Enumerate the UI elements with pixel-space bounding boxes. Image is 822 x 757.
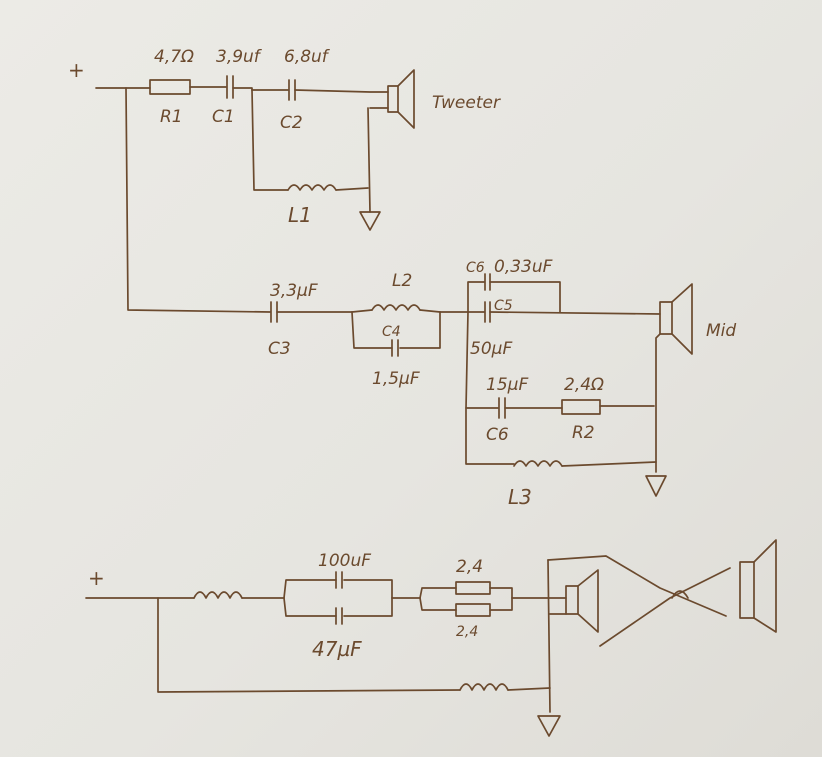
mid-section: 3,3µF C3 L2 C4 1,5µF C6 0,33uF C5 50µF 1…: [125, 87, 736, 509]
bass-top-resistor: [455, 581, 491, 595]
r1-resistor: [149, 79, 191, 95]
bass-bottom-capacitor: [335, 607, 343, 625]
c6-capacitor: [498, 397, 506, 419]
l1-name-label: L1: [288, 203, 312, 227]
bass-bottom-res-branch: [419, 597, 513, 611]
r2-name-label: R2: [572, 423, 595, 443]
bass-top-cap-branch: [283, 579, 393, 599]
tweeter-ground-icon: [359, 211, 381, 231]
c1-c2-wire: [232, 87, 253, 91]
l3-inductor: [513, 460, 563, 467]
c1-capacitor: [226, 75, 234, 99]
tweeter-section: + 4,7Ω R1 3,9uf C1 6,8uf C2 L1 Tweeter: [68, 47, 501, 231]
c6-name-label: C6: [486, 425, 509, 445]
r1-value-label: 4,7Ω: [154, 47, 194, 67]
c5-value-label: 50µF: [470, 339, 512, 359]
r2-value-label: 2,4Ω: [564, 375, 604, 395]
c4-value-label: 1,5µF: [372, 369, 420, 389]
l2-name-label: L2: [392, 271, 412, 291]
bass-shunt-right-wire: [507, 687, 551, 691]
c4-capacitor: [391, 339, 399, 357]
c2-capacitor: [288, 79, 296, 101]
bass-speaker-1-cone: [577, 569, 599, 633]
bass-return-wire: [157, 597, 461, 693]
c4-name-label: C4: [382, 324, 401, 340]
c6-top-value-label: 0,33uF: [494, 257, 553, 277]
c6top-left-wire: [467, 281, 485, 313]
bass-bottom-resistor: [455, 603, 491, 617]
mid-speaker-icon: [659, 301, 673, 335]
mid-label: Mid: [706, 321, 736, 341]
c2-value-label: 6,8uf: [284, 47, 331, 67]
c1-value-label: 3,9uf: [216, 47, 263, 67]
c6-top-name-label: C6: [466, 260, 485, 276]
l3-name-label: L3: [508, 485, 532, 509]
bass-top-capacitor: [335, 571, 343, 589]
bass-cross-wire-2: [599, 567, 731, 647]
c1-name-label: C1: [212, 107, 235, 127]
bass-plus-terminal: +: [88, 566, 105, 590]
r2-resistor: [561, 399, 601, 415]
l2-inductor: [371, 304, 421, 311]
l3-right-wire: [561, 461, 657, 467]
bass-top-cap-label: 100uF: [318, 551, 371, 571]
c5-name-label: C5: [494, 298, 513, 314]
c3-capacitor: [270, 301, 278, 323]
bass-speaker-2-cone: [753, 539, 777, 633]
r1-name-label: R1: [160, 107, 183, 127]
bass-ground-icon: [537, 715, 561, 737]
c2-name-label: C2: [280, 113, 303, 133]
tweeter-speaker-cone: [397, 69, 415, 129]
l1-inductor: [287, 184, 337, 191]
mid-speaker-cone: [671, 283, 693, 355]
bass-speaker-2-icon: [739, 561, 755, 619]
mid-feed-wire: [125, 87, 271, 313]
tweeter-plus-terminal: +: [68, 58, 85, 82]
l2-wires: [351, 309, 441, 313]
bass-ground-rail: [547, 559, 551, 713]
tweeter-label: Tweeter: [432, 93, 501, 113]
bass-speaker-1-icon: [565, 585, 579, 615]
bass-cross-wire-1: [547, 555, 727, 617]
c3-value-label: 3,3µF: [270, 281, 318, 301]
c6-value-label: 15µF: [486, 375, 528, 395]
bass-bottom-cap-label: 47µF: [312, 637, 362, 661]
l1-right-wire: [335, 187, 369, 191]
bass-section: + 100uF 47µF 2,4 2: [85, 539, 777, 737]
bass-bottom-res-label: 2,4: [456, 624, 478, 640]
bass-series-inductor: [193, 591, 243, 599]
tweeter-ground-rail: [367, 107, 371, 213]
l3-left-wire: [465, 407, 515, 465]
c6top-right-wire: [489, 281, 561, 313]
bass-wire-crossover-hop: [671, 590, 689, 599]
c5-right-wire: [489, 311, 661, 315]
bass-top-res-branch: [419, 587, 513, 599]
bass-top-res-label: 2,4: [456, 557, 483, 577]
bass-shunt-inductor: [459, 683, 509, 691]
l1-left-wire: [251, 89, 289, 191]
c4-branch-wire: [351, 311, 441, 349]
bass-bottom-cap-branch: [283, 597, 393, 617]
mid-ground-icon: [645, 475, 667, 497]
mid-ground-rail: [655, 333, 661, 473]
c2-right-wire: [294, 89, 389, 93]
tweeter-speaker-icon: [387, 85, 399, 113]
c3-name-label: C3: [268, 339, 291, 359]
